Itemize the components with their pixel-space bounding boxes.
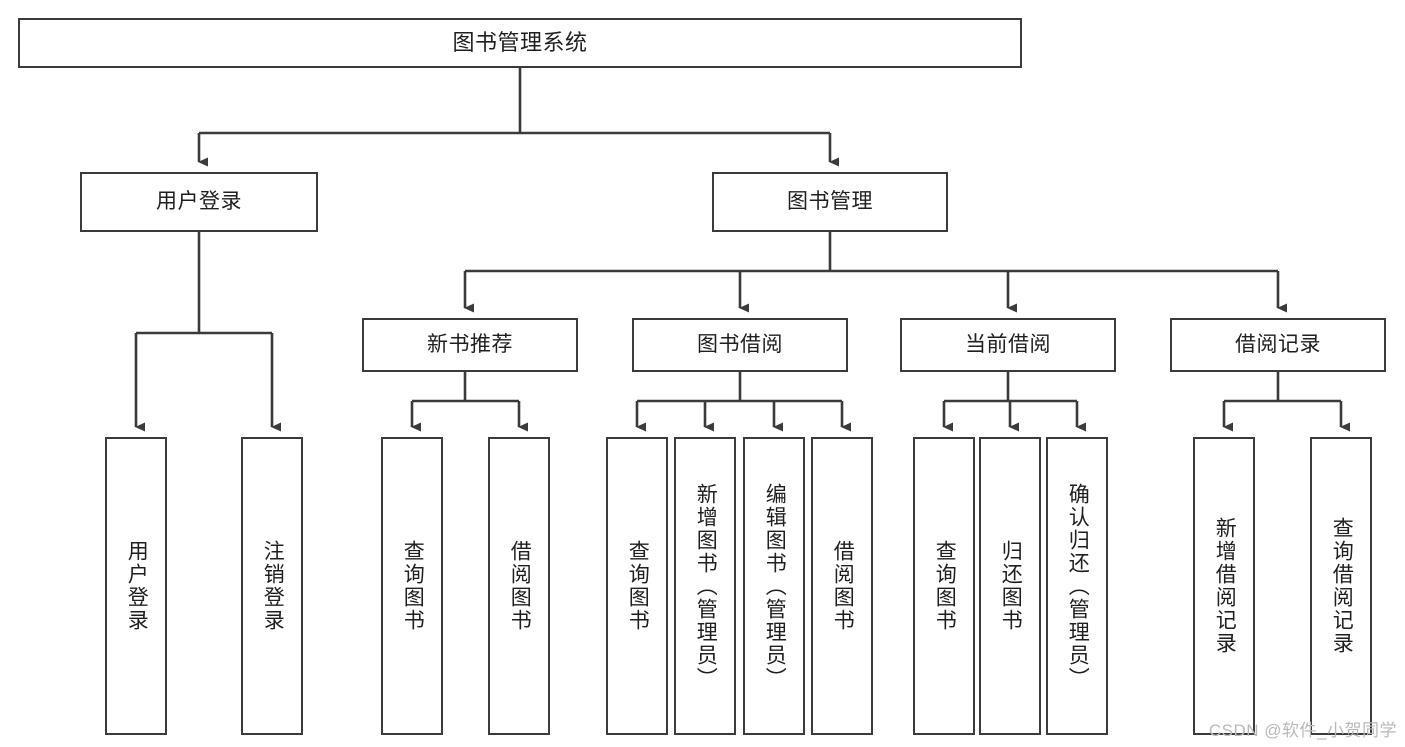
node-borrow-record-label: 借阅记录: [1235, 332, 1321, 356]
node-book-management-label: 图书管理: [787, 189, 873, 213]
node-new-book-recommend-label: 新书推荐: [427, 332, 513, 356]
leaf-label: 编辑图书（管理员）: [763, 482, 787, 690]
leaf-label: 新增借阅记录: [1213, 517, 1237, 655]
node-root-label: 图书管理系统: [452, 30, 588, 56]
node-book-borrow-label: 图书借阅: [697, 332, 783, 356]
node-borrow-record[interactable]: 借阅记录: [1170, 318, 1386, 372]
leaf-borrow-edit-book[interactable]: 编辑图书（管理员）: [743, 437, 805, 735]
node-book-management[interactable]: 图书管理: [712, 172, 948, 232]
leaf-record-query[interactable]: 查询借阅记录: [1310, 437, 1372, 735]
leaf-new-book-query[interactable]: 查询图书: [381, 437, 443, 735]
leaf-borrow-borrow-book[interactable]: 借阅图书: [811, 437, 873, 735]
node-root[interactable]: 图书管理系统: [18, 18, 1022, 68]
leaf-label: 查询借阅记录: [1330, 517, 1354, 655]
leaf-label: 确认归还（管理员）: [1066, 482, 1090, 690]
leaf-label: 用户登录: [125, 540, 149, 632]
leaf-borrow-add-book[interactable]: 新增图书（管理员）: [674, 437, 736, 735]
leaf-label: 注销登录: [261, 540, 285, 632]
leaf-record-add[interactable]: 新增借阅记录: [1193, 437, 1255, 735]
node-current-borrow-label: 当前借阅: [965, 332, 1051, 356]
leaf-current-query-book[interactable]: 查询图书: [913, 437, 975, 735]
leaf-current-confirm-return[interactable]: 确认归还（管理员）: [1046, 437, 1108, 735]
leaf-new-book-borrow[interactable]: 借阅图书: [488, 437, 550, 735]
node-current-borrow[interactable]: 当前借阅: [900, 318, 1116, 372]
watermark: CSDN @软件_小贺同学: [1208, 721, 1397, 740]
leaf-user-login-signin[interactable]: 用户登录: [105, 437, 167, 735]
leaf-label: 新增图书（管理员）: [694, 482, 718, 690]
leaf-label: 归还图书: [999, 540, 1023, 632]
leaf-user-login-signout[interactable]: 注销登录: [241, 437, 303, 735]
node-user-login[interactable]: 用户登录: [80, 172, 318, 232]
node-book-borrow[interactable]: 图书借阅: [632, 318, 848, 372]
leaf-label: 借阅图书: [831, 540, 855, 632]
leaf-label: 查询图书: [933, 540, 957, 632]
leaf-label: 查询图书: [401, 540, 425, 632]
leaf-borrow-query-book[interactable]: 查询图书: [606, 437, 668, 735]
node-new-book-recommend[interactable]: 新书推荐: [362, 318, 578, 372]
leaf-current-return-book[interactable]: 归还图书: [979, 437, 1041, 735]
leaf-label: 查询图书: [626, 540, 650, 632]
node-user-login-label: 用户登录: [156, 189, 242, 213]
leaf-label: 借阅图书: [508, 540, 532, 632]
